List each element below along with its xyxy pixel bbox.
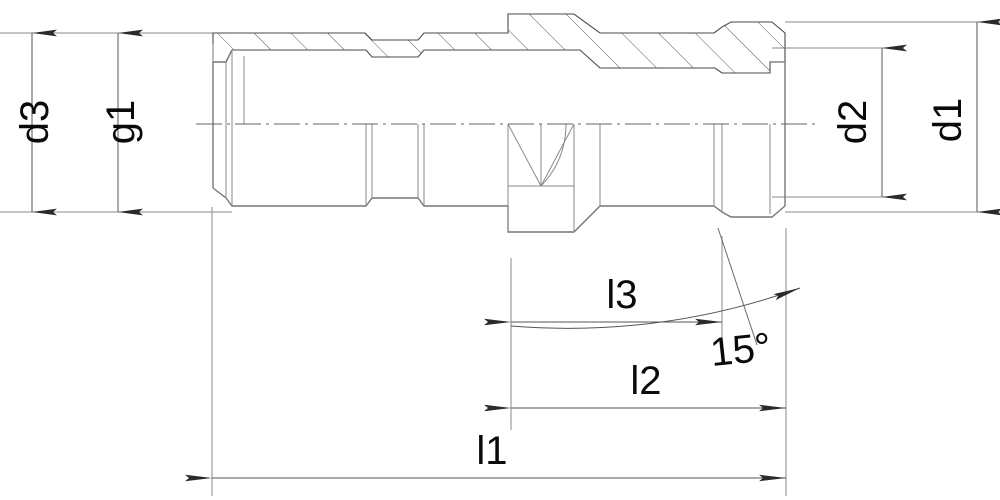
dimension-label-d3: d3: [13, 100, 57, 145]
part-inner-lines: [212, 44, 771, 232]
dimension-g1: g1: [99, 29, 143, 216]
dimension-label-angle: 15°: [708, 325, 773, 375]
dimension-label-l1: l1: [476, 429, 507, 473]
part-section-hatched: [212, 13, 786, 74]
dimension-label-d1: d1: [926, 98, 970, 143]
dimension-l2: l2: [484, 359, 786, 412]
angle-arc-l3: [510, 287, 801, 329]
bottom-extension-lines: [211, 207, 787, 496]
dimension-label-l2: l2: [630, 359, 661, 403]
dimension-label-l3: l3: [606, 273, 637, 317]
dimension-label-g1: g1: [99, 100, 143, 145]
dimension-d3: d3: [13, 29, 57, 216]
dimension-d1: d1: [926, 18, 1000, 216]
dimension-angle-15: 15°: [510, 227, 801, 375]
angle-leader-line: [717, 227, 758, 346]
dimension-l3: l3: [484, 273, 722, 326]
dimension-l1: l1: [185, 429, 786, 482]
dimension-label-d2: d2: [831, 100, 875, 145]
dimension-d2: d2: [831, 44, 907, 201]
